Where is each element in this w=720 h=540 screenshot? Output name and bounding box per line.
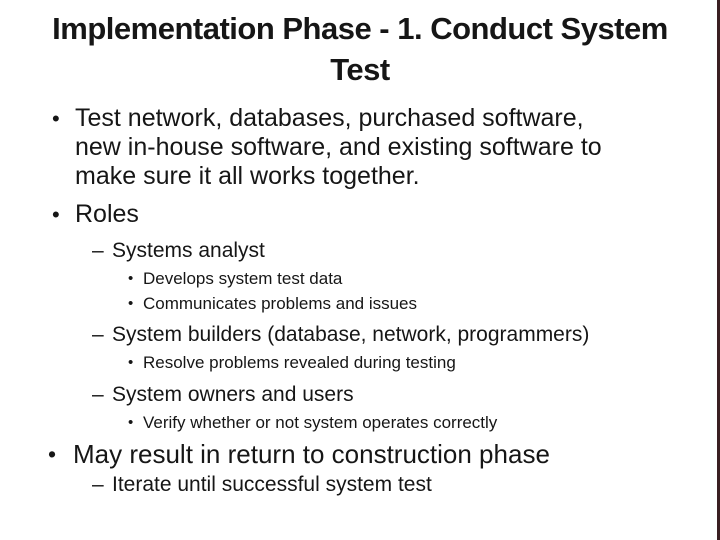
bullet-line: System owners and users [112, 383, 354, 406]
bullet-line: Iterate until successful system test [112, 473, 432, 496]
bullet-item: – Iterate until successful system test [0, 471, 720, 498]
bullet-item: – System owners and users [0, 381, 720, 408]
bullet-item: – Systems analyst [0, 237, 720, 264]
bullet-icon: • [128, 354, 134, 371]
slide-title: Implementation Phase - 1. Conduct System… [0, 0, 720, 90]
bullet-line: Communicates problems and issues [143, 294, 418, 313]
bullet-icon: • [128, 295, 134, 312]
bullet-item: • Test network, databases, purchased sof… [0, 104, 720, 191]
slide-title-line-2: Test [330, 52, 390, 87]
bullet-icon: • [48, 441, 57, 467]
bullet-line: Verify whether or not system operates co… [143, 413, 498, 432]
bullet-icon: • [128, 270, 134, 287]
slide-body: • Test network, databases, purchased sof… [0, 104, 720, 498]
bullet-item: • Resolve problems revealed during testi… [0, 351, 720, 375]
bullet-line: May result in return to construction pha… [73, 439, 550, 469]
dash-icon: – [92, 239, 104, 262]
bullet-item: • Communicates problems and issues [0, 292, 720, 316]
slide-title-line-1: Implementation Phase - 1. Conduct System [52, 11, 668, 46]
bullet-line: Test network, databases, purchased softw… [75, 104, 584, 132]
bullet-line: make sure it all works together. [75, 162, 420, 190]
bullet-line: Roles [75, 200, 139, 228]
bullet-item: – System builders (database, network, pr… [0, 321, 720, 348]
dash-icon: – [92, 383, 104, 406]
bullet-line: Systems analyst [112, 239, 265, 262]
dash-icon: – [92, 323, 104, 346]
bullet-icon: • [128, 414, 134, 431]
bullet-icon: • [52, 202, 60, 227]
bullet-icon: • [52, 106, 60, 131]
bullet-item: • May result in return to construction p… [0, 437, 720, 471]
right-edge-strip [717, 0, 720, 540]
bullet-line: Resolve problems revealed during testing [143, 353, 456, 372]
dash-icon: – [92, 473, 104, 496]
bullet-line: Develops system test data [143, 269, 343, 288]
bullet-line: System builders (database, network, prog… [112, 323, 590, 346]
bullet-item: • Develops system test data [0, 267, 720, 291]
bullet-line: new in-house software, and existing soft… [75, 133, 602, 161]
bullet-item: • Verify whether or not system operates … [0, 411, 720, 435]
bullet-item: • Roles [0, 200, 720, 229]
bullet-text: Test network, databases, purchased softw… [75, 104, 602, 191]
